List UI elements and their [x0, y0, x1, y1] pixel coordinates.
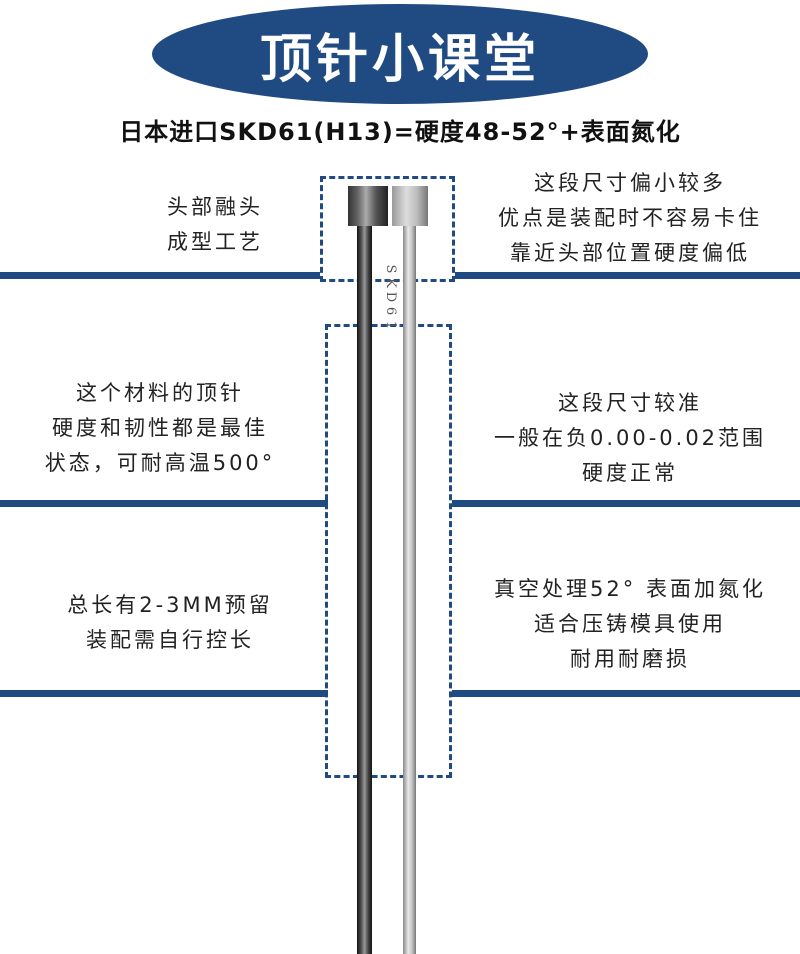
- note-head-forming: 头部融头 成型工艺: [130, 190, 300, 260]
- divider-line-right-1: [455, 272, 800, 279]
- note-line: 耐用耐磨损: [570, 647, 690, 671]
- light-ejector-pin: [392, 186, 428, 954]
- pin-marking-char: K: [383, 278, 398, 288]
- note-material: 这个材料的顶针 硬度和韧性都是最佳 状态，可耐高温500°: [10, 376, 310, 481]
- dark-pin-head: [348, 186, 388, 226]
- shaft-section-box: [325, 324, 452, 778]
- light-pin-shaft: [403, 226, 416, 954]
- note-treatment: 真空处理52° 表面加氮化 适合压铸模具使用 耐用耐磨损: [460, 572, 800, 677]
- divider-line-right-2: [452, 500, 800, 507]
- note-line: 头部融头: [167, 195, 263, 219]
- note-line: 成型工艺: [167, 230, 263, 254]
- note-line: 适合压铸模具使用: [534, 612, 726, 636]
- divider-line-left-3: [0, 690, 328, 697]
- dark-ejector-pin: [348, 186, 388, 954]
- note-line: 靠近头部位置硬度偏低: [510, 241, 750, 265]
- light-pin-head: [392, 186, 428, 226]
- divider-line-left-1: [0, 272, 320, 279]
- note-length: 总长有2-3MM预留 装配需自行控长: [40, 588, 300, 658]
- note-line: 一般在负0.00-0.02范围: [493, 426, 767, 450]
- dark-pin-shaft: [357, 226, 372, 954]
- note-line: 这段尺寸偏小较多: [534, 171, 726, 195]
- note-shaft-tolerance: 这段尺寸较准 一般在负0.00-0.02范围 硬度正常: [460, 386, 800, 491]
- note-head-size: 这段尺寸偏小较多 优点是装配时不容易卡住 靠近头部位置硬度偏低: [460, 166, 800, 271]
- note-line: 真空处理52° 表面加氮化: [494, 577, 766, 601]
- note-line: 硬度和韧性都是最佳: [52, 416, 268, 440]
- note-line: 优点是装配时不容易卡住: [498, 206, 762, 230]
- pin-marking-char: 1: [383, 320, 398, 330]
- subtitle: 日本进口SKD61(H13)=硬度48-52°+表面氮化: [119, 118, 681, 146]
- note-line: 装配需自行控长: [86, 628, 254, 652]
- note-line: 这个材料的顶针: [76, 381, 244, 405]
- head-section-box: [320, 176, 455, 282]
- note-line: 硬度正常: [582, 461, 678, 485]
- pin-marking: S K D 6 1: [383, 262, 398, 332]
- title-banner: 顶针小课堂: [152, 4, 648, 104]
- note-line: 这段尺寸较准: [558, 391, 702, 415]
- note-line: 总长有2-3MM预留: [67, 593, 273, 617]
- pin-marking-char: S: [383, 264, 398, 274]
- pin-marking-char: 6: [383, 306, 398, 316]
- banner-title: 顶针小课堂: [259, 29, 540, 90]
- divider-line-left-2: [0, 500, 328, 507]
- note-line: 状态，可耐高温500°: [44, 451, 276, 475]
- pin-marking-char: D: [383, 291, 398, 303]
- divider-line-right-3: [452, 690, 800, 697]
